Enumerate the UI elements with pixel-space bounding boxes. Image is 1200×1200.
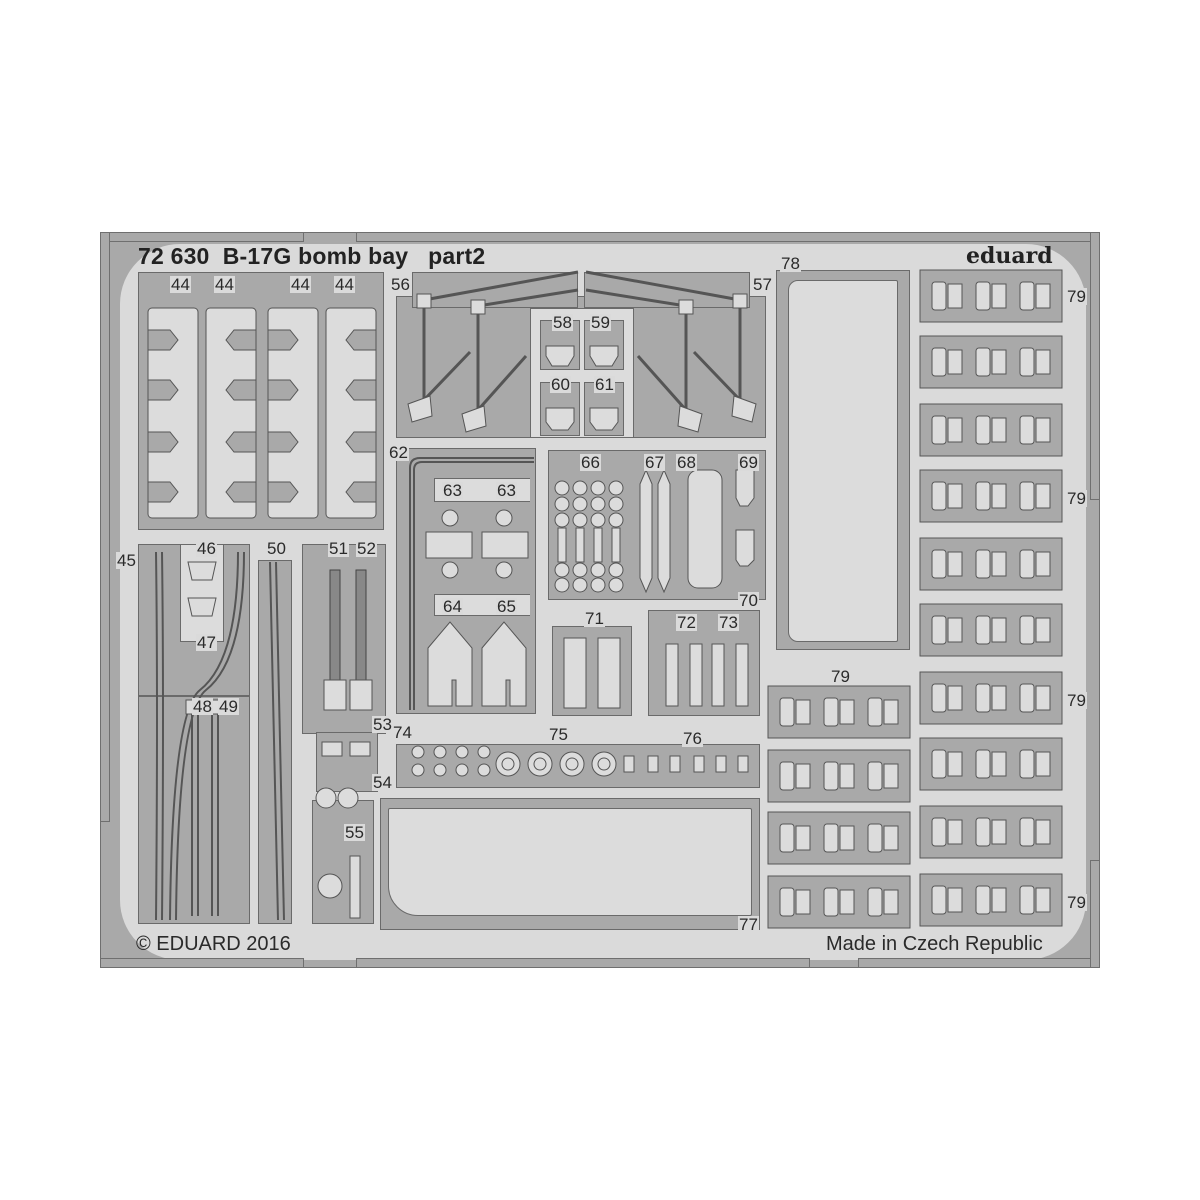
- part-label-63: 63: [496, 481, 517, 500]
- part-label-76: 76: [682, 729, 703, 748]
- part-label-70: 70: [738, 591, 759, 610]
- part-label-57: 57: [752, 275, 773, 294]
- part-label-79: 79: [830, 667, 851, 686]
- part-label-55: 55: [344, 823, 365, 842]
- part-label-58: 58: [552, 313, 573, 332]
- part-label-67: 67: [644, 453, 665, 472]
- part-label-79: 79: [1066, 691, 1087, 710]
- part-label-73: 73: [718, 613, 739, 632]
- part-label-48: 48: [192, 697, 213, 716]
- fret-title: 72 630 B-17G bomb bay part2: [138, 243, 486, 269]
- part-78: [788, 280, 898, 642]
- brand-logo: eduard: [966, 243, 1053, 269]
- part-label-47: 47: [196, 633, 217, 652]
- part-label-45: 45: [116, 551, 137, 570]
- part-label-78: 78: [780, 254, 801, 273]
- part-label-66: 66: [580, 453, 601, 472]
- part-label-62: 62: [388, 443, 409, 462]
- frame-right-top: [1090, 232, 1100, 500]
- copyright-text: © EDUARD 2016: [136, 933, 291, 955]
- part-label-68: 68: [676, 453, 697, 472]
- part-label-49: 49: [218, 697, 239, 716]
- part-label-75: 75: [548, 725, 569, 744]
- part-label-44: 44: [170, 275, 191, 294]
- frame-bottom-left: [100, 958, 304, 968]
- part-label-60: 60: [550, 375, 571, 394]
- frame-bottom-mid: [356, 958, 810, 968]
- part-label-72: 72: [676, 613, 697, 632]
- part-label-79: 79: [1066, 893, 1087, 912]
- part-label-64: 64: [442, 597, 463, 616]
- frame-right-bottom: [1090, 860, 1100, 968]
- part-46-47-slot: [180, 544, 224, 642]
- part-77: [388, 808, 752, 916]
- part-label-61: 61: [594, 375, 615, 394]
- part-label-74: 74: [392, 723, 413, 742]
- part-label-51: 51: [328, 539, 349, 558]
- part-label-52: 52: [356, 539, 377, 558]
- part-label-71: 71: [584, 609, 605, 628]
- frame-left-top: [100, 232, 110, 822]
- part-label-54: 54: [372, 773, 393, 792]
- part-label-69: 69: [738, 453, 759, 472]
- part-label-79: 79: [1066, 287, 1087, 306]
- part-label-53: 53: [372, 715, 393, 734]
- part-label-44: 44: [214, 275, 235, 294]
- part-label-44: 44: [290, 275, 311, 294]
- origin-text: Made in Czech Republic: [826, 933, 1043, 955]
- part-label-50: 50: [266, 539, 287, 558]
- part-label-77: 77: [738, 915, 759, 934]
- part-label-46: 46: [196, 539, 217, 558]
- part-label-63: 63: [442, 481, 463, 500]
- part-label-56: 56: [390, 275, 411, 294]
- part-label-44: 44: [334, 275, 355, 294]
- part-label-79: 79: [1066, 489, 1087, 508]
- part-label-65: 65: [496, 597, 517, 616]
- part-label-59: 59: [590, 313, 611, 332]
